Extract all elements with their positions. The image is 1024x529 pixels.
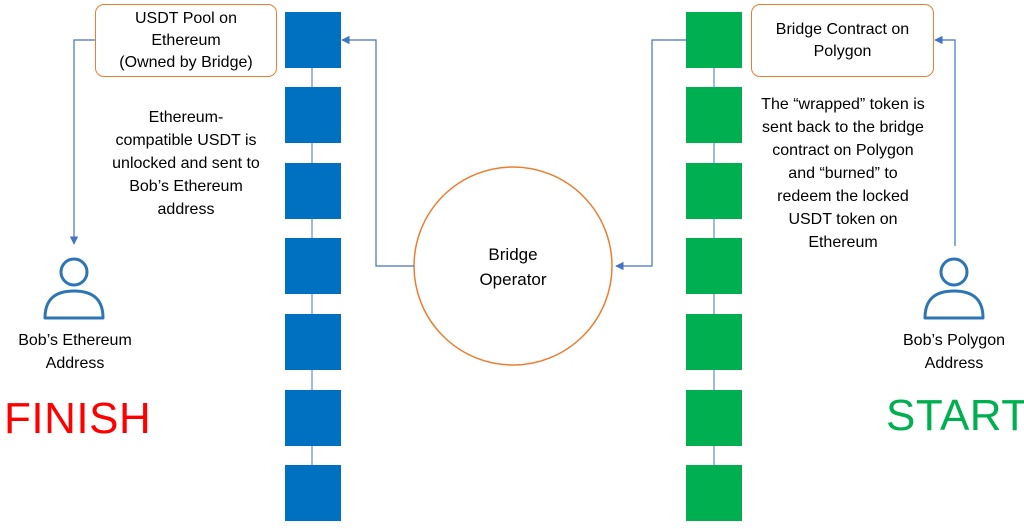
- polygon-block-6: [686, 390, 742, 446]
- contract-box-line: Bridge Contract on: [775, 20, 910, 38]
- description-line: Bob’s Ethereum: [129, 178, 243, 195]
- description-line: redeem the locked: [777, 188, 909, 205]
- pool-box-line: (Owned by Bridge): [119, 53, 253, 71]
- description-line: sent back to the bridge: [762, 119, 924, 136]
- person-label-line: Address: [45, 355, 105, 372]
- operator-label-line: Operator: [479, 270, 547, 289]
- description-line: contract on Polygon: [772, 142, 914, 159]
- description-line: compatible USDT is: [115, 132, 257, 149]
- polygon-bridge-contract-box: Bridge Contract on Polygon: [751, 4, 934, 77]
- ethereum-block-3: [285, 163, 341, 219]
- polygon-block-3: [686, 163, 742, 219]
- bob-polygon-address-label: Bob’s Polygon Address: [884, 329, 1024, 375]
- description-line: unlocked and sent to: [112, 155, 260, 172]
- polygon-block-4: [686, 238, 742, 294]
- polygon-description: The “wrapped” token is sent back to the …: [748, 93, 938, 254]
- start-label: START: [886, 391, 1024, 440]
- contract-box-line: Polygon: [813, 42, 872, 60]
- ethereum-block-7: [285, 465, 341, 521]
- ethereum-block-5: [285, 314, 341, 370]
- ethereum-chain: [285, 12, 341, 521]
- pool-box-line: USDT Pool on: [135, 9, 237, 27]
- person-icon: [923, 257, 985, 320]
- ethereum-block-4: [285, 238, 341, 294]
- arrow-polygon-chain-to-operator: [615, 39, 688, 271]
- ethereum-usdt-pool-box: USDT Pool on Ethereum (Owned by Bridge): [95, 4, 277, 77]
- pool-box-line: Ethereum: [151, 31, 221, 49]
- polygon-block-5: [686, 314, 742, 370]
- person-label-line: Address: [924, 355, 984, 372]
- description-line: Ethereum: [808, 234, 878, 251]
- polygon-block-7: [686, 465, 742, 521]
- operator-label-line: Bridge: [488, 245, 538, 264]
- polygon-block-1: [686, 12, 742, 68]
- polygon-block-2: [686, 87, 742, 143]
- arrow-operator-to-ethereum-chain: [341, 35, 414, 267]
- polygon-chain: [686, 12, 742, 521]
- description-line: The “wrapped” token is: [761, 96, 925, 113]
- description-line: USDT token on: [788, 211, 898, 228]
- arrow-pool-to-bob-ethereum: [69, 39, 96, 245]
- ethereum-block-6: [285, 390, 341, 446]
- person-icon: [43, 257, 105, 320]
- ethereum-block-1: [285, 12, 341, 68]
- person-label-line: Bob’s Ethereum: [18, 332, 132, 349]
- description-line: and “burned” to: [788, 165, 898, 182]
- description-line: address: [157, 201, 215, 218]
- arrow-bob-polygon-to-contract: [934, 35, 956, 246]
- ethereum-description: Ethereum- compatible USDT is unlocked an…: [96, 106, 276, 221]
- bridge-operator-label: Bridge Operator: [430, 242, 596, 292]
- finish-label: FINISH: [4, 394, 152, 443]
- person-label-line: Bob’s Polygon: [903, 332, 1005, 349]
- description-line: Ethereum-: [148, 109, 224, 126]
- ethereum-block-2: [285, 87, 341, 143]
- bob-ethereum-address-label: Bob’s Ethereum Address: [0, 329, 150, 375]
